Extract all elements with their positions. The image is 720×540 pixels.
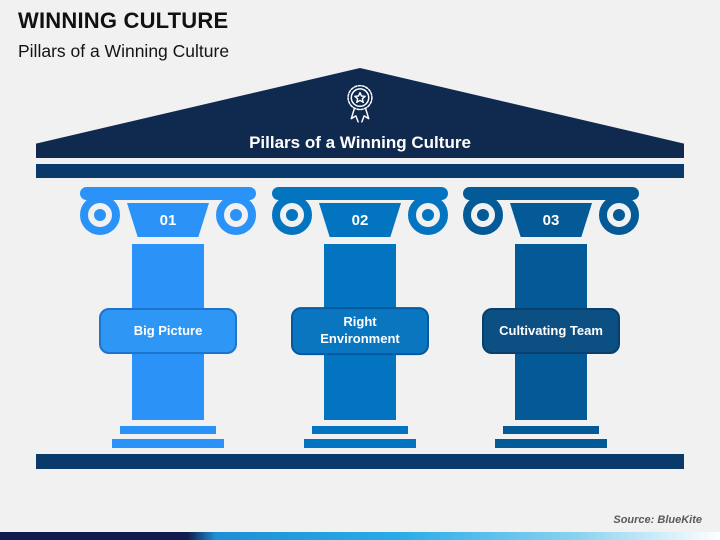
slide-header: WINNING CULTURE Pillars of a Winning Cul… <box>18 8 229 62</box>
award-medal-icon <box>347 84 373 123</box>
capital-bar <box>80 187 256 200</box>
page-subtitle: Pillars of a Winning Culture <box>18 41 230 61</box>
pillar-label-text: Right Environment <box>320 314 400 346</box>
pillar-label-cultivating-team: Cultivating Team <box>482 308 620 354</box>
volute-scroll-icon <box>408 195 448 235</box>
pediment-title: Pillars of a Winning Culture <box>249 133 471 152</box>
pillar-number: 01 <box>159 211 177 229</box>
pillar-label-right-environment: Right Environment <box>291 307 429 355</box>
entablature-bar <box>36 164 684 178</box>
volute-scroll-icon <box>272 195 312 235</box>
pillar-number: 02 <box>351 211 369 229</box>
bottom-accent-bar <box>0 532 720 540</box>
capital-number-block: 03 <box>510 203 592 237</box>
pillar-number: 03 <box>542 211 560 229</box>
volute-scroll-icon <box>80 195 120 235</box>
capital-number-block: 02 <box>319 203 401 237</box>
pillar-base-lower <box>495 439 607 448</box>
source-credit: Source: BlueKite <box>613 514 702 526</box>
pillar-label-big-picture: Big Picture <box>99 308 237 354</box>
page-title: WINNING CULTURE <box>18 8 229 33</box>
pillar-01: 01 Big Picture <box>80 187 256 449</box>
volute-scroll-icon <box>599 195 639 235</box>
pillar-base-lower <box>304 439 416 448</box>
volute-scroll-icon <box>463 195 503 235</box>
pillar-label-text: Big Picture <box>133 322 203 338</box>
pillar-base-lower <box>112 439 224 448</box>
capital-bar <box>272 187 448 200</box>
pillar-02: 02 Right Environment <box>272 187 448 449</box>
pillar-base-upper <box>312 426 408 434</box>
temple-pediment: Pillars of a Winning Culture <box>36 68 684 158</box>
pillar-label-text: Cultivating Team <box>499 322 603 338</box>
temple-floor <box>36 454 684 469</box>
pillar-base-upper <box>120 426 216 434</box>
capital-bar <box>463 187 639 200</box>
volute-scroll-icon <box>216 195 256 235</box>
capital-number-block: 01 <box>127 203 209 237</box>
pillar-base-upper <box>503 426 599 434</box>
pillar-03: 03 Cultivating Team <box>463 187 639 449</box>
